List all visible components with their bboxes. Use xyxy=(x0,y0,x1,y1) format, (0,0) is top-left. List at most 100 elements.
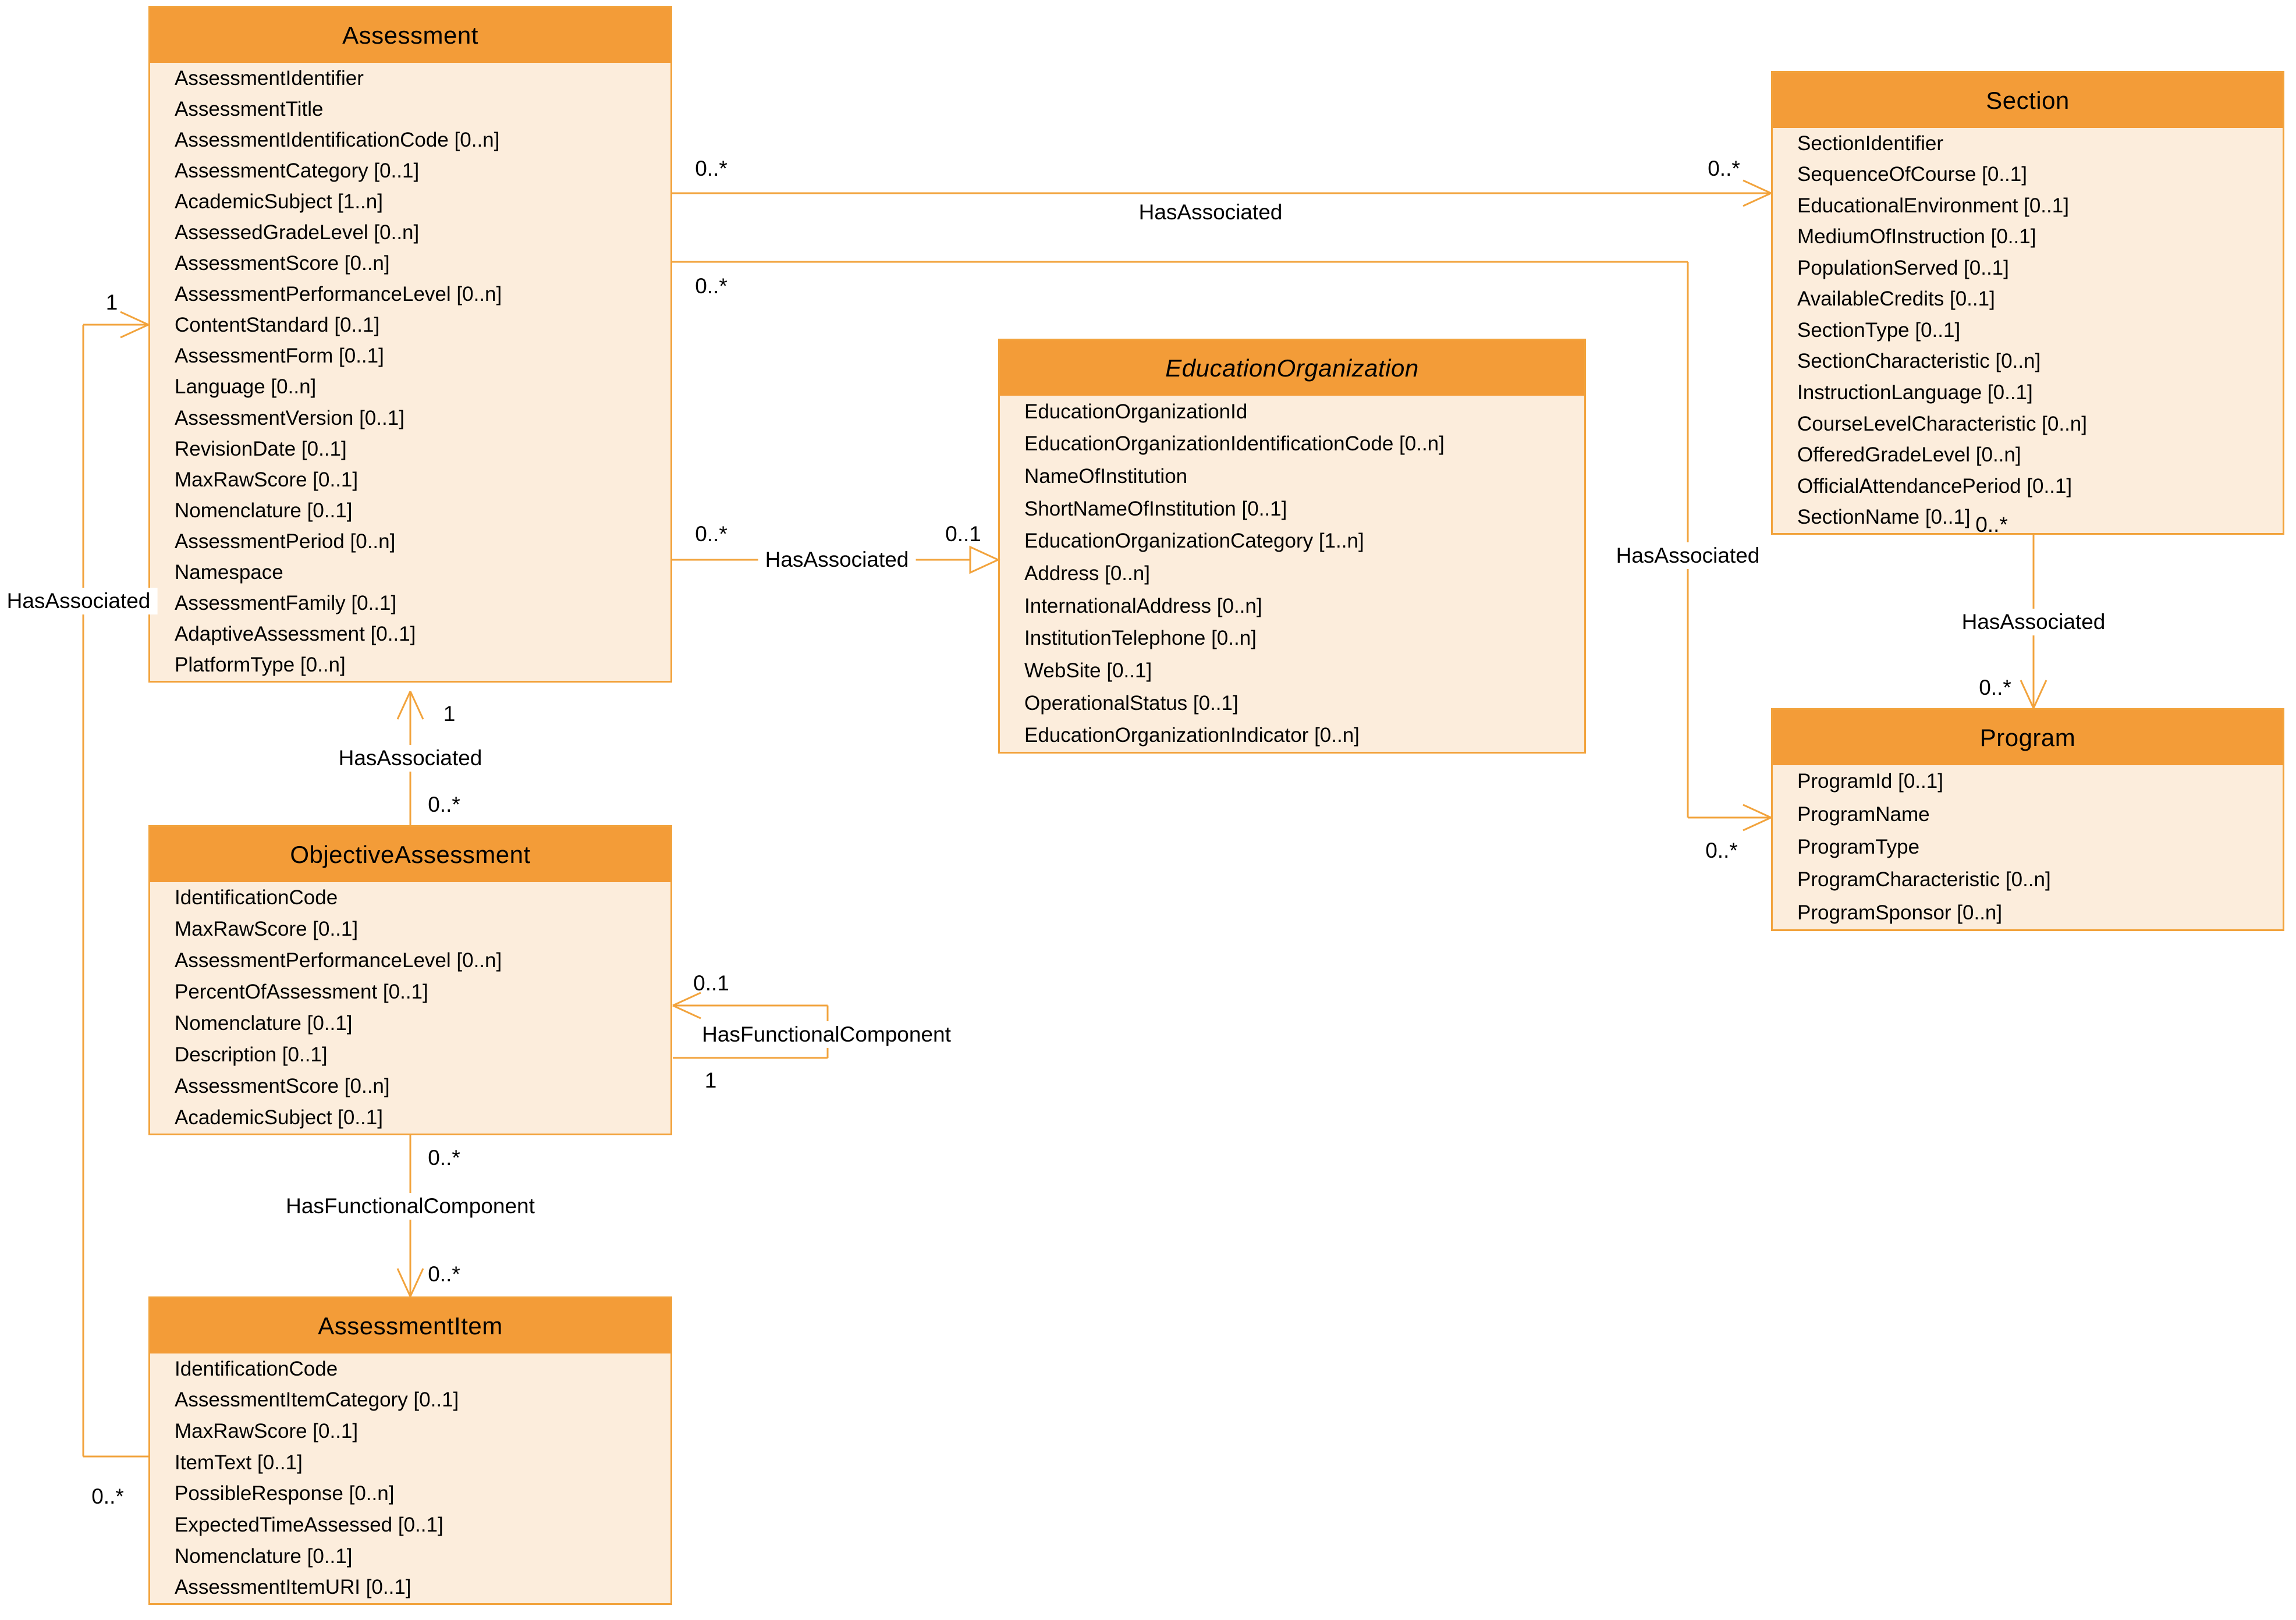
association-label-section-program: HasAssociated xyxy=(1954,609,2113,635)
attribute-row: PopulationServed [0..1] xyxy=(1797,256,2009,279)
attribute-row: EducationOrganizationId xyxy=(1024,400,1248,423)
attribute-row: ProgramType xyxy=(1797,836,1920,859)
attribute-row: AssessmentTitle xyxy=(175,97,324,120)
attribute-row: AssessmentPerformanceLevel [0..n] xyxy=(175,283,502,306)
attribute-row: AssessmentForm [0..1] xyxy=(175,344,384,368)
association-label-assessmentitem-assessment: HasAssociated xyxy=(0,588,158,614)
multiplicity-source-assessment-section: 0..* xyxy=(695,157,728,180)
multiplicity-source-assessment-educationorganization: 0..* xyxy=(695,522,728,546)
connector-assessment-program-arrowhead xyxy=(1743,804,1772,819)
attribute-row: MediumOfInstruction [0..1] xyxy=(1797,225,2036,248)
attribute-row: MaxRawScore [0..1] xyxy=(175,1420,359,1443)
attribute-row: PercentOfAssessment [0..1] xyxy=(175,980,428,1003)
association-label-objectiveassessment-assessmentitem: HasFunctionalComponent xyxy=(279,1193,542,1220)
attribute-row: CourseLevelCharacteristic [0..n] xyxy=(1797,412,2087,435)
attribute-row: IdentificationCode xyxy=(175,886,338,909)
attribute-row: ProgramId [0..1] xyxy=(1797,770,1943,793)
attribute-row: Nomenclature [0..1] xyxy=(175,499,353,522)
attribute-row: ItemText [0..1] xyxy=(175,1451,303,1474)
attribute-row: AssessmentCategory [0..1] xyxy=(175,159,420,182)
attribute-row: AssessmentVersion [0..1] xyxy=(175,406,404,429)
multiplicity-source-section-program: 0..* xyxy=(1975,513,2008,537)
attribute-row: AssessmentScore [0..n] xyxy=(175,252,390,275)
attribute-row: SequenceOfCourse [0..1] xyxy=(1797,163,2027,186)
multiplicity-source-assessment-program: 0..* xyxy=(695,274,728,298)
multiplicity-target-assessment-program: 0..* xyxy=(1705,839,1738,862)
entity-header-education-organization: EducationOrganization xyxy=(1000,340,1584,396)
attribute-row: Nomenclature [0..1] xyxy=(175,1544,353,1568)
multiplicity-target-assessment-section: 0..* xyxy=(1708,157,1740,180)
association-label-assessment-section: HasAssociated xyxy=(1131,199,1290,226)
attribute-row: IdentificationCode xyxy=(175,1357,338,1380)
attribute-row: Nomenclature [0..1] xyxy=(175,1012,353,1035)
attribute-row: PlatformType [0..n] xyxy=(175,653,346,677)
attribute-row: AssessmentPeriod [0..n] xyxy=(175,530,396,553)
multiplicity-source-objectiveassessment-self: 1 xyxy=(704,1068,717,1092)
attribute-row: SectionCharacteristic [0..n] xyxy=(1797,350,2041,373)
multiplicity-target-objectiveassessment-assessmentitem: 0..* xyxy=(428,1262,460,1286)
association-label-objectiveassessment-self: HasFunctionalComponent xyxy=(695,1021,958,1048)
attribute-row: Namespace xyxy=(175,561,283,584)
attribute-row: WebSite [0..1] xyxy=(1024,659,1152,682)
attribute-row: AssessmentPerformanceLevel [0..n] xyxy=(175,949,502,972)
attribute-row: Address [0..n] xyxy=(1024,562,1150,585)
attribute-row: AssessmentItemURI [0..1] xyxy=(175,1576,411,1599)
attribute-row: EducationOrganizationIndicator [0..n] xyxy=(1024,724,1360,747)
entity-title: EducationOrganization xyxy=(1165,354,1419,382)
attribute-row: AssessmentItemCategory [0..1] xyxy=(175,1388,459,1412)
connector-assessment-educationorganization-open-triangle-arrowhead xyxy=(969,545,1000,574)
attribute-row: MaxRawScore [0..1] xyxy=(175,918,359,940)
attribute-row: OperationalStatus [0..1] xyxy=(1024,691,1239,715)
entity-title: Assessment xyxy=(342,21,478,49)
entity-title: ObjectiveAssessment xyxy=(290,840,531,868)
entity-header-assessment: Assessment xyxy=(150,8,670,63)
attribute-row: PossibleResponse [0..n] xyxy=(175,1482,395,1505)
connector-objectiveassessment-assessment-arrowhead xyxy=(409,691,424,720)
connector-section-program-arrowhead xyxy=(2032,680,2047,709)
entity-header-assessment-item: AssessmentItem xyxy=(150,1298,670,1353)
attribute-row: ProgramName xyxy=(1797,802,1930,826)
attribute-row: InstitutionTelephone [0..n] xyxy=(1024,627,1257,650)
multiplicity-target-objectiveassessment-assessment: 1 xyxy=(443,702,456,726)
attribute-row: ContentStandard [0..1] xyxy=(175,314,380,337)
attribute-row: SectionType [0..1] xyxy=(1797,318,1961,342)
entity-title: Program xyxy=(1979,723,2076,751)
attribute-row: ShortNameOfInstitution [0..1] xyxy=(1024,497,1287,520)
association-label-assessment-program: HasAssociated xyxy=(1609,542,1767,569)
connector-objectiveassessment-assessmentitem-arrowhead xyxy=(409,1268,424,1297)
multiplicity-target-objectiveassessment-self: 0..1 xyxy=(693,971,729,995)
attribute-row: EducationalEnvironment [0..1] xyxy=(1797,194,2069,217)
connector-section-program-arrowhead xyxy=(2020,680,2035,709)
connector-assessmentitem-assessment-arrowhead xyxy=(120,311,149,326)
multiplicity-target-assessmentitem-assessment: 1 xyxy=(105,290,118,314)
attribute-row: OfferedGradeLevel [0..n] xyxy=(1797,443,2021,467)
entity-header-program: Program xyxy=(1773,710,2283,765)
multiplicity-source-assessmentitem-assessment: 0..* xyxy=(91,1484,124,1508)
attribute-row: AdaptiveAssessment [0..1] xyxy=(175,623,416,646)
attribute-row: InstructionLanguage [0..1] xyxy=(1797,381,2033,404)
attribute-row: AvailableCredits [0..1] xyxy=(1797,287,1995,311)
connector-objectiveassessment-assessmentitem-arrowhead xyxy=(396,1268,411,1297)
attribute-row: NameOfInstitution xyxy=(1024,465,1188,488)
association-label-objectiveassessment-assessment: HasAssociated xyxy=(331,745,489,772)
connector-assessment-section-arrowhead xyxy=(1743,179,1772,194)
multiplicity-source-objectiveassessment-assessment: 0..* xyxy=(428,793,460,816)
attribute-row: AcademicSubject [0..1] xyxy=(175,1106,383,1129)
attribute-row: AssessmentScore [0..n] xyxy=(175,1075,390,1097)
attribute-row: OfficialAttendancePeriod [0..1] xyxy=(1797,474,2073,498)
connector-objectiveassessment-self-arrowhead xyxy=(672,1004,701,1019)
attribute-row: AssessedGradeLevel [0..n] xyxy=(175,221,420,244)
connector-assessment-section-arrowhead xyxy=(1743,192,1772,207)
association-label-assessment-educationorganization: HasAssociated xyxy=(758,546,916,573)
